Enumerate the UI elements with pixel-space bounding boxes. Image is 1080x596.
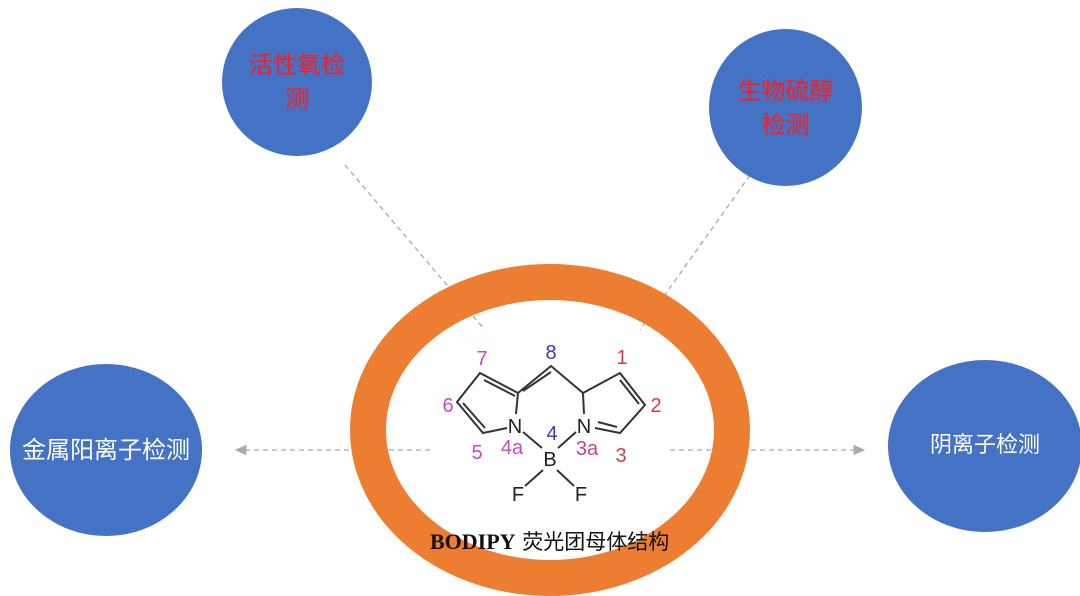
center-caption: BODIPY 荧光团母体结构 bbox=[430, 526, 669, 556]
node-label: 活性氧检测 bbox=[249, 51, 345, 113]
atom-f-right: F bbox=[575, 484, 587, 506]
node-reactive-oxygen-detection: 活性氧检测 bbox=[222, 8, 372, 156]
position-3a: 3a bbox=[576, 438, 599, 460]
node-label: 生物硫醇检测 bbox=[737, 76, 834, 139]
position-8: 8 bbox=[545, 342, 556, 364]
dashed-connector-top-right bbox=[639, 174, 751, 331]
position-4: 4 bbox=[546, 423, 557, 445]
node-label: 金属阳离子检测 bbox=[22, 436, 190, 464]
position-4a: 4a bbox=[501, 437, 524, 459]
caption-bodipy: BODIPY bbox=[430, 529, 516, 554]
node-label: 阴离子检测 bbox=[929, 433, 1040, 458]
orange-ring bbox=[350, 264, 750, 596]
bodipy-structure bbox=[455, 364, 647, 487]
position-3: 3 bbox=[615, 445, 626, 467]
position-5: 5 bbox=[471, 442, 482, 464]
caption-text: 荧光团母体结构 bbox=[522, 530, 670, 554]
node-anion-detection: 阴离子检测 bbox=[888, 360, 1080, 532]
atom-n-right: N bbox=[577, 416, 591, 438]
atom-b: B bbox=[543, 449, 556, 471]
atom-n-left: N bbox=[508, 416, 522, 438]
atom-f-left: F bbox=[512, 484, 524, 506]
position-6: 6 bbox=[442, 395, 453, 417]
position-7: 7 bbox=[476, 348, 487, 370]
position-1: 1 bbox=[616, 347, 627, 369]
node-biothiol-detection: 生物硫醇检测 bbox=[709, 29, 862, 186]
node-metal-cation-detection: 金属阳离子检测 bbox=[10, 364, 202, 536]
position-2: 2 bbox=[650, 395, 661, 417]
